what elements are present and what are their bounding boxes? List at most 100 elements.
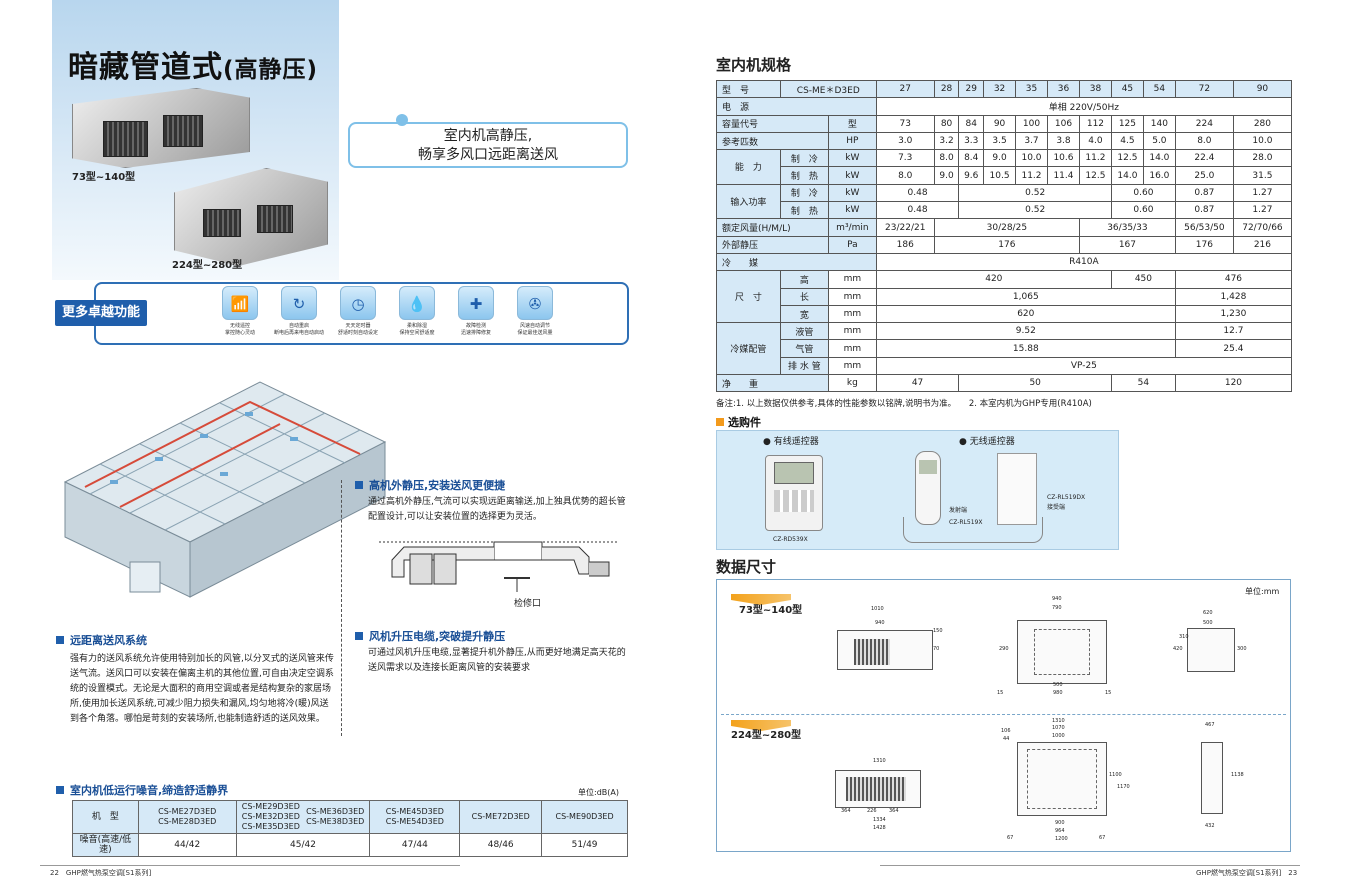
dim-label: 300: [1237, 646, 1247, 652]
dim-label: 790: [1052, 605, 1062, 611]
dim-label: 1070: [1052, 725, 1065, 731]
section-text-fan-boost: 可通过风机升压电缆,显著提升机外静压,从而更好地满足高天花的送风需求以及连接长距…: [368, 648, 626, 673]
wired-remote-text: 有线遥控器: [773, 437, 819, 447]
col-header: 45: [1110, 79, 1144, 99]
wireless-remote-text: 无线遥控器: [969, 437, 1015, 447]
dim-label: 364: [889, 808, 899, 814]
cell: 8.0: [875, 166, 935, 185]
dim-label: 106: [1001, 728, 1011, 734]
cell: 0.52: [958, 183, 1112, 203]
cell: 0.52: [958, 201, 1112, 220]
remote-icon: 📶: [222, 286, 258, 320]
drawing-b-front: [835, 770, 921, 808]
row-sublabel: 高: [779, 270, 830, 289]
col-header: 54: [1142, 79, 1176, 99]
feature-desc: 保持空间舒适度: [399, 330, 435, 336]
dim-label: 1000: [1052, 733, 1065, 739]
drawing-b-side: [1201, 742, 1223, 814]
cell: 120: [1174, 374, 1293, 393]
drawing-divider: [721, 714, 1286, 715]
dim-label: 1200: [1055, 836, 1068, 842]
cell: 90: [983, 114, 1017, 133]
unit: mm: [828, 270, 877, 289]
feature-timer: ◷天天定时器舒适时刻自动设定: [330, 286, 386, 337]
dim-label: 900: [1055, 820, 1065, 826]
cell: 50: [958, 374, 1112, 393]
unit: kW: [828, 201, 877, 220]
cell: 8.0: [933, 149, 960, 168]
cell: 12.5: [1110, 149, 1144, 168]
cell: 106: [1047, 114, 1080, 133]
dim-label: 980: [1053, 690, 1063, 696]
wired-remote-code: CZ-RD539X: [773, 536, 808, 543]
restart-icon: ↻: [281, 286, 317, 320]
model-name: CS-ME32D3ED: [241, 812, 300, 821]
feature-restart: ↻自动重启断电后再来电自动启动: [271, 286, 327, 337]
transmitter-text: 发射端: [949, 507, 968, 514]
row-label: 外部静压: [716, 235, 829, 254]
dim-label: 226: [867, 808, 877, 814]
row-sublabel: 宽: [779, 304, 830, 324]
feature-label: 无线遥控: [229, 323, 250, 329]
dim-label: 70: [933, 646, 940, 652]
row-label: 冷媒配管: [716, 322, 781, 376]
unit: Pa: [828, 235, 877, 254]
dim-label: 420: [1173, 646, 1183, 652]
cell: 3.5: [983, 131, 1017, 151]
dim-label: 500: [1053, 682, 1063, 688]
dim-label: 310: [1179, 634, 1189, 640]
cell: 12.7: [1174, 322, 1293, 341]
model-name: CS-ME27D3ED: [158, 807, 217, 816]
cell: 9.0: [933, 166, 960, 185]
cell: 280: [1232, 114, 1293, 133]
dim-label: 964: [1055, 828, 1065, 834]
row-label: 能 力: [716, 149, 781, 185]
drain-icon: 💧: [399, 286, 435, 320]
dimensions-model-b: 224型~280型: [731, 730, 802, 741]
cell: 9.0: [983, 149, 1017, 168]
transmitter-code: CZ-RL519X: [949, 519, 983, 526]
cell: 216: [1232, 235, 1293, 254]
receiver-image: [997, 453, 1037, 525]
feature-label: 天天定时器: [345, 323, 371, 329]
cell: 4.5: [1110, 131, 1144, 151]
footer-right: GHP燃气热泵空调[S1系列] 23: [1196, 868, 1297, 878]
spec-note: 备注:1. 以上数据仅供参考,具体的性能参数以铭牌,说明书为准。 2. 本室内机…: [716, 399, 1092, 409]
col-header: 28: [933, 79, 960, 99]
dim-label: 1100: [1109, 772, 1122, 778]
cell: 1,065: [875, 287, 1176, 306]
row-sublabel: 制 热: [779, 201, 830, 220]
feature-remote: 📶 无线遥控掌控随心灵动: [212, 286, 268, 337]
feature-desc: 舒适时刻自动设定: [337, 330, 378, 336]
cell: 23/22/21: [875, 218, 935, 237]
table-row: 排 水 管 mm VP-25: [717, 356, 1293, 376]
cell: 1,428: [1174, 287, 1293, 306]
footer-left: 22 GHP燃气热泵空调[S1系列]: [50, 868, 151, 878]
model-tag-small: [731, 594, 791, 605]
dim-label: 940: [875, 620, 885, 626]
row-sublabel: 排 水 管: [779, 356, 830, 376]
drawing-a-top: [1017, 620, 1107, 684]
cell: 73: [875, 114, 935, 133]
table-row: 冷 媒 R410A: [716, 252, 1293, 272]
feature-desc: 保证最佳送风量: [517, 330, 553, 336]
dim-label: 1334: [873, 817, 886, 823]
cell: 11.4: [1047, 166, 1080, 185]
col-header: 72: [1174, 79, 1234, 99]
dim-label: 620: [1203, 610, 1213, 616]
unit: HP: [828, 131, 877, 151]
dim-label: 1310: [873, 758, 886, 764]
cell: 176: [1174, 235, 1234, 254]
cell: 4.0: [1078, 131, 1112, 151]
noise-header-model: 机 型: [72, 800, 139, 834]
feature-desc: 掌控随心灵动: [224, 330, 255, 336]
row-label: 冷 媒: [716, 252, 877, 272]
unit: mm: [828, 356, 877, 376]
section-title-fan-boost: 风机升压电缆,突破提升静压: [355, 628, 505, 644]
row-label: 参考匹数: [716, 131, 829, 151]
